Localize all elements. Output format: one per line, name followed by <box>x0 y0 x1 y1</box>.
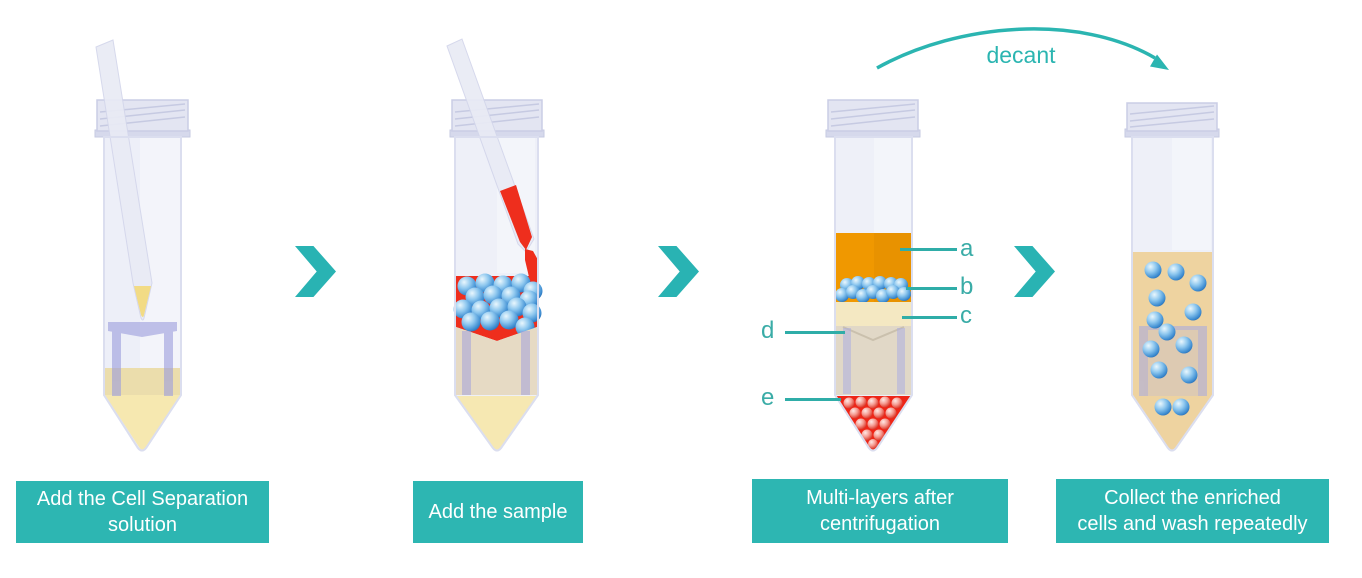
tube-2-separation-layer <box>456 327 537 395</box>
caption-line: cells and wash repeatedly <box>1077 513 1308 535</box>
tube-2-pipette-sample <box>500 185 532 250</box>
tube-4-cell-spheres <box>1142 261 1207 416</box>
layer-label-e: e <box>761 384 775 411</box>
tube-3-layer-c-cream <box>836 302 911 326</box>
tube-3 <box>825 99 921 452</box>
layer-pointer-a <box>900 248 957 251</box>
step-arrow-2-icon <box>658 246 699 297</box>
tube-3-insert-top <box>842 326 905 342</box>
caption-line: Collect the enriched <box>1104 487 1281 509</box>
step-caption-2: Add the sample <box>413 481 583 543</box>
decant-arrowhead-icon <box>1150 54 1169 70</box>
tube-1-separation-insert <box>108 322 177 396</box>
tube-1-pipette-tip-liquid <box>134 286 151 317</box>
layer-label-a: a <box>960 235 974 262</box>
layer-label-b: b <box>960 273 974 300</box>
caption-line: Add the Cell Separation <box>36 488 249 510</box>
tube-4-outline <box>1131 136 1214 452</box>
layer-pointer-d <box>785 331 845 334</box>
tube-2-cap-threads <box>454 103 540 127</box>
step-arrow-1-icon <box>295 246 336 297</box>
decant-arc-path <box>876 27 1156 70</box>
caption-line: solution <box>108 514 177 536</box>
tube-1 <box>94 39 191 452</box>
tube-1-graphic <box>94 39 191 452</box>
caption-line: Add the sample <box>428 501 568 523</box>
tube-3-highlight <box>874 138 911 233</box>
tube-2-outline <box>454 136 539 452</box>
tube-1-pipette <box>95 39 153 321</box>
decant-label: decant <box>986 42 1056 68</box>
tube-3-outline <box>834 136 913 452</box>
tube-2-insert-legs <box>462 331 530 395</box>
tube-3-graphic <box>825 99 921 452</box>
step-caption-3: Multi-layers after centrifugation <box>752 479 1008 543</box>
layer-pointer-b <box>906 287 957 290</box>
layer-pointer-e <box>785 398 841 401</box>
tube-2-graphic <box>446 38 545 452</box>
tube-3-rbc-spheres <box>843 396 903 449</box>
tube-4 <box>1124 102 1220 452</box>
layer-label-d: d <box>761 317 775 344</box>
step-caption-4: Collect the enriched cells and wash repe… <box>1056 479 1329 543</box>
tube-2 <box>446 38 545 452</box>
caption-line: Multi-layers after <box>806 487 954 509</box>
tube-3-cap-threads <box>830 103 916 127</box>
tube-4-highlight <box>1172 138 1211 250</box>
step-arrow-3-icon <box>1014 246 1055 297</box>
layer-pointer-c <box>902 316 957 319</box>
tube-2-sample-stream <box>525 249 538 277</box>
tube-4-cap-threads <box>1129 105 1215 128</box>
tube-4-graphic <box>1124 102 1220 452</box>
tube-1-solution-yellow <box>105 368 180 450</box>
tube-3-insert-legs <box>843 328 905 394</box>
tube-2-cone-yellow <box>456 396 537 450</box>
tube-2-cell-spheres <box>453 273 543 337</box>
tube-1-outline <box>103 136 182 452</box>
caption-line: centrifugation <box>819 513 941 535</box>
decant-arrow: decant <box>876 27 1169 70</box>
tube-3-layer-b-cells <box>835 276 911 303</box>
layer-label-c: c <box>960 302 972 329</box>
step-caption-1: Add the Cell Separation solution <box>16 481 269 543</box>
